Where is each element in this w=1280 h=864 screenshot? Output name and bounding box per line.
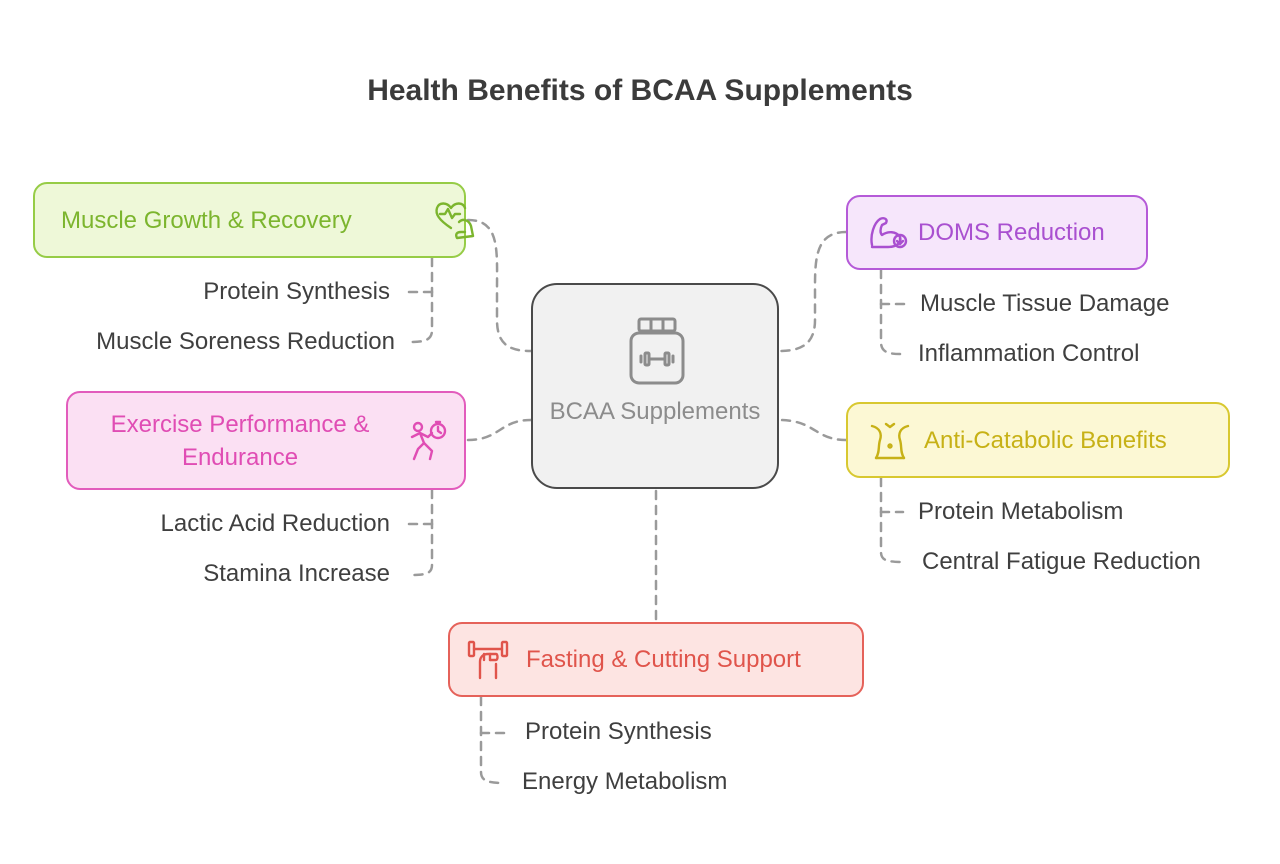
heart-flex-icon xyxy=(435,202,475,240)
leaf-energy-metabolism: Energy Metabolism xyxy=(522,768,728,795)
leaf-lactic-acid-reduction: Lactic Acid Reduction xyxy=(160,510,390,537)
leaf-protein-metabolism: Protein Metabolism xyxy=(918,498,1124,525)
center-node: BCAA Supplements xyxy=(531,283,779,489)
leaf-muscle-tissue-damage: Muscle Tissue Damage xyxy=(920,290,1170,317)
connector-anti-catabolic xyxy=(777,418,848,442)
connector-exercise xyxy=(466,418,533,442)
leaf-protein-synthesis: Protein Synthesis xyxy=(203,278,390,305)
leaf-inflammation-control: Inflammation Control xyxy=(918,340,1140,367)
leaf-protein-synthesis-2: Protein Synthesis xyxy=(525,718,712,745)
connector-muscle-growth xyxy=(466,218,533,353)
leaf-muscle-soreness-reduction: Muscle Soreness Reduction xyxy=(96,328,395,355)
branch-muscle-growth: Muscle Growth & Recovery xyxy=(33,182,475,258)
flexed-arm-icon xyxy=(870,217,908,249)
diagram-title: Health Benefits of BCAA Supplements xyxy=(367,74,913,107)
branch-label: DOMS Reduction xyxy=(918,219,1105,246)
branch-label: Muscle Growth & Recovery xyxy=(61,206,352,234)
branch-label: Fasting & Cutting Support xyxy=(526,646,801,673)
supplement-jar-icon xyxy=(629,317,685,385)
torso-icon xyxy=(870,422,910,460)
branch-label: Exercise Performance & Endurance xyxy=(110,410,370,471)
branch-doms-reduction: DOMS Reduction xyxy=(846,195,1148,270)
runner-stopwatch-icon xyxy=(410,420,447,461)
branch-exercise-performance: Exercise Performance & Endurance xyxy=(66,391,466,490)
center-label: BCAA Supplements xyxy=(549,398,761,425)
hand-dumbbell-icon xyxy=(467,640,509,680)
branch-label: Anti-Catabolic Benefits xyxy=(924,426,1167,454)
branch-fasting-cutting: Fasting & Cutting Support xyxy=(448,622,864,697)
leaf-stamina-increase: Stamina Increase xyxy=(203,560,390,587)
connector-doms xyxy=(777,230,848,353)
branch-anti-catabolic: Anti-Catabolic Benefits xyxy=(846,402,1230,478)
leaf-central-fatigue-reduction: Central Fatigue Reduction xyxy=(922,548,1201,575)
